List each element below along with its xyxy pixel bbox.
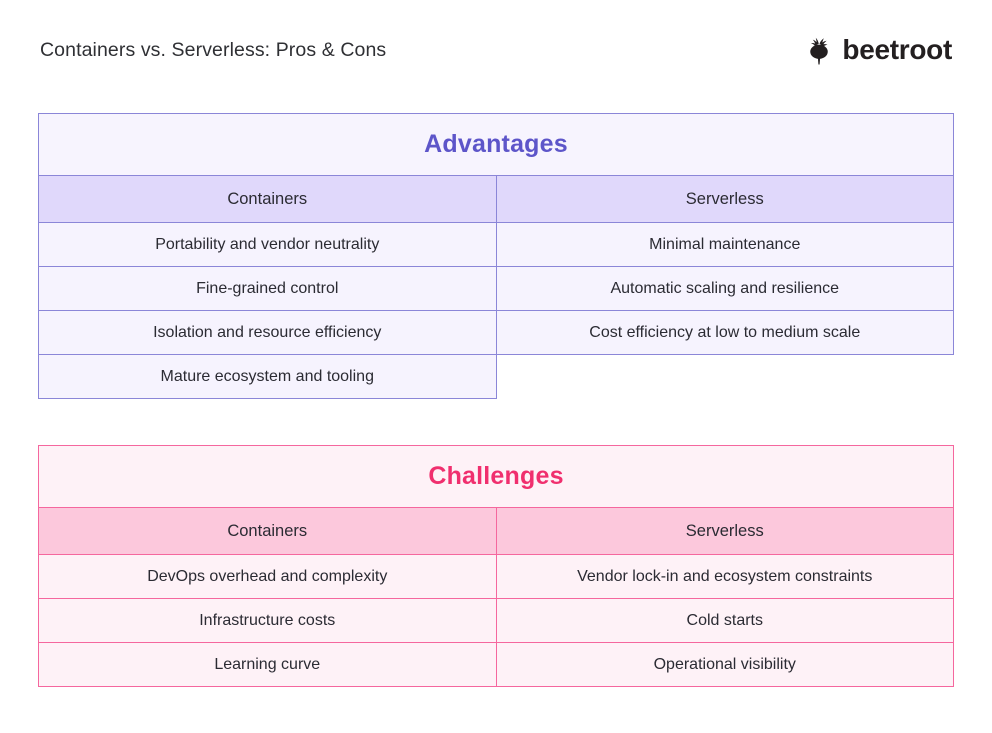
brand-logo: beetroot — [805, 35, 952, 65]
advantages-table: Advantages Containers Serverless Portabi… — [38, 113, 954, 399]
advantages-serverless-item: Minimal maintenance — [495, 222, 954, 267]
challenges-serverless-item: Operational visibility — [495, 642, 954, 687]
table-row: Portability and vendor neutrality Minima… — [38, 222, 954, 267]
advantages-banner: Advantages — [38, 113, 954, 176]
advantages-grid: Advantages Containers Serverless Portabi… — [38, 113, 954, 399]
advantages-containers-item: Mature ecosystem and tooling — [38, 354, 497, 399]
advantages-empty-cell — [496, 354, 954, 399]
page-title: Containers vs. Serverless: Pros & Cons — [40, 38, 387, 61]
advantages-containers-item: Fine-grained control — [38, 266, 497, 311]
table-header-row: Containers Serverless — [38, 507, 954, 555]
table-row: Fine-grained control Automatic scaling a… — [38, 266, 954, 311]
table-row: Mature ecosystem and tooling — [38, 354, 954, 399]
column-header-serverless: Serverless — [495, 507, 954, 555]
challenges-serverless-item: Cold starts — [495, 598, 954, 643]
page-header: Containers vs. Serverless: Pros & Cons b… — [0, 0, 992, 100]
column-header-containers: Containers — [38, 507, 497, 555]
table-banner-row: Challenges — [38, 445, 954, 508]
table-row: DevOps overhead and complexity Vendor lo… — [38, 554, 954, 599]
challenges-containers-item: Infrastructure costs — [38, 598, 497, 643]
table-row: Isolation and resource efficiency Cost e… — [38, 310, 954, 355]
challenges-grid: Challenges Containers Serverless DevOps … — [38, 445, 954, 687]
challenges-containers-item: DevOps overhead and complexity — [38, 554, 497, 599]
column-header-containers: Containers — [38, 175, 497, 223]
column-header-serverless: Serverless — [495, 175, 954, 223]
challenges-serverless-item: Vendor lock-in and ecosystem constraints — [495, 554, 954, 599]
beetroot-icon — [810, 37, 829, 65]
advantages-containers-item: Isolation and resource efficiency — [38, 310, 497, 355]
challenges-banner: Challenges — [38, 445, 954, 508]
advantages-containers-item: Portability and vendor neutrality — [38, 222, 497, 267]
challenges-containers-item: Learning curve — [38, 642, 497, 687]
table-row: Learning curve Operational visibility — [38, 642, 954, 687]
advantages-serverless-item: Automatic scaling and resilience — [495, 266, 954, 311]
table-row: Infrastructure costs Cold starts — [38, 598, 954, 643]
table-banner-row: Advantages — [38, 113, 954, 176]
table-header-row: Containers Serverless — [38, 175, 954, 223]
advantages-serverless-item: Cost efficiency at low to medium scale — [495, 310, 954, 355]
brand-name: beetroot — [842, 34, 952, 65]
challenges-table: Challenges Containers Serverless DevOps … — [38, 445, 954, 687]
